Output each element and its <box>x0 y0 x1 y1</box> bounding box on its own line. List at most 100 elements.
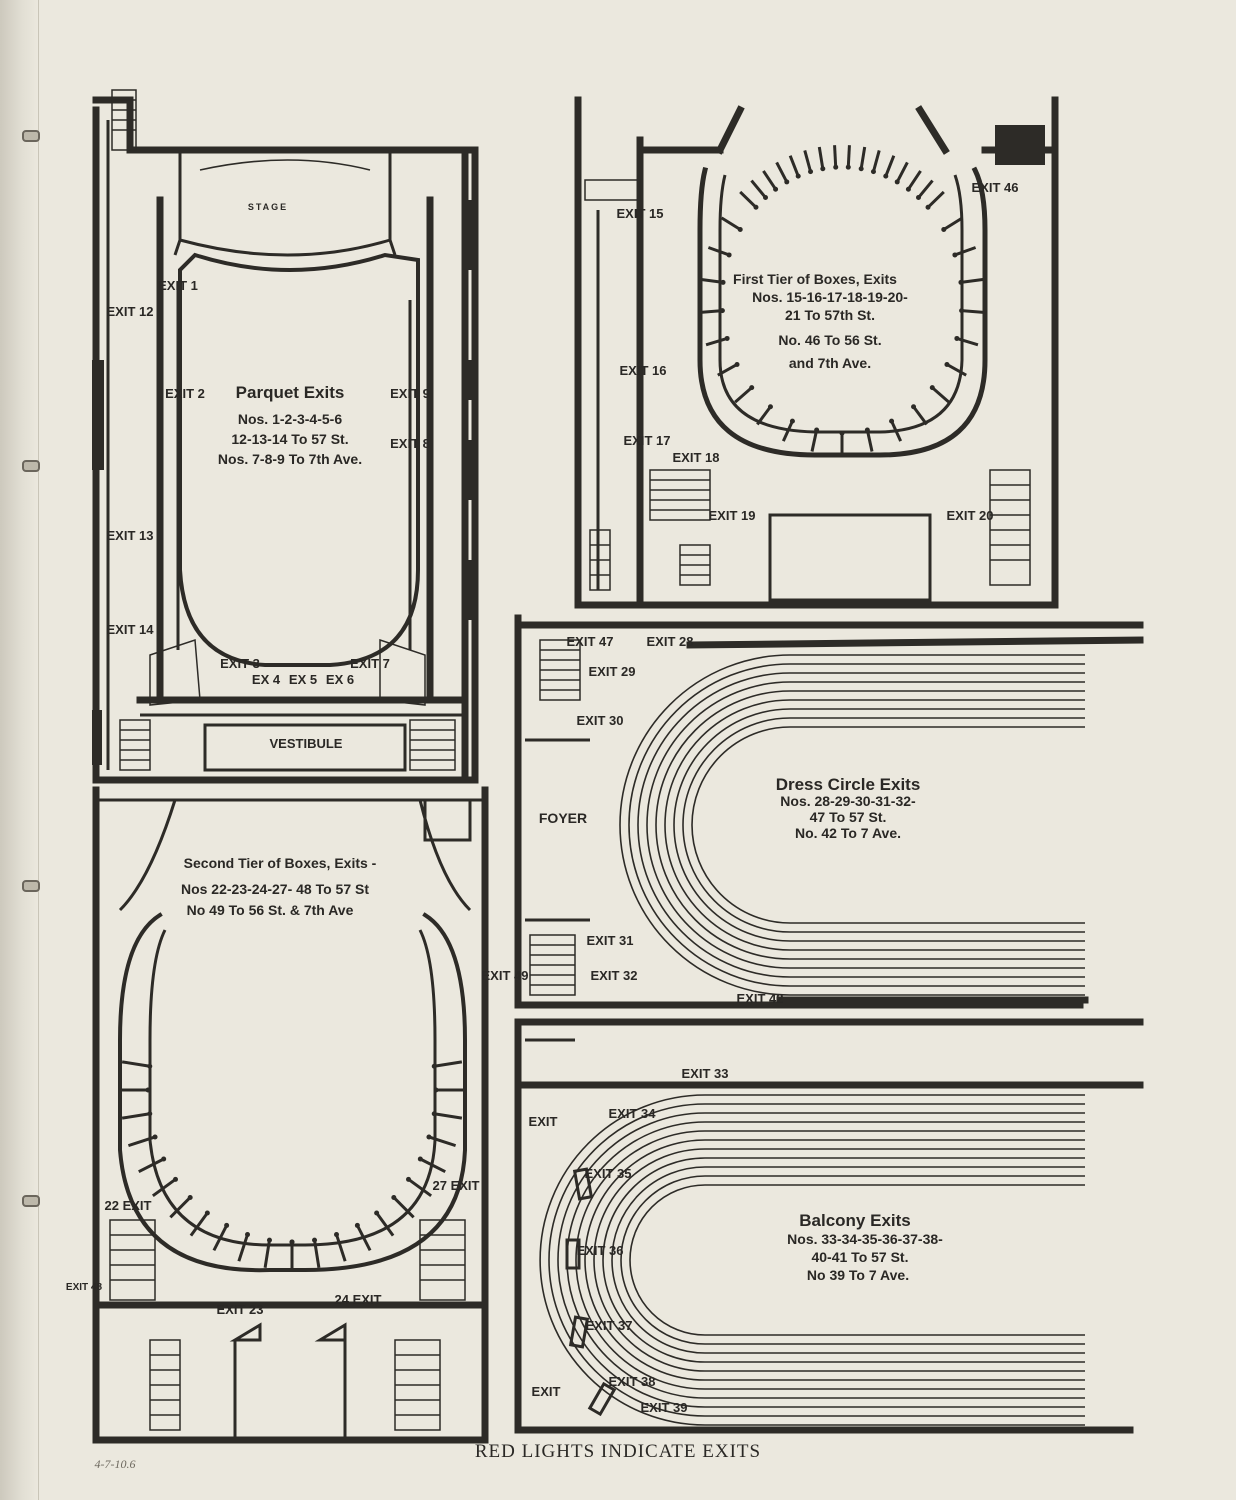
box-partition <box>237 1234 249 1262</box>
partition-end <box>941 227 947 233</box>
box-partition <box>961 309 984 314</box>
box-partition <box>756 405 772 426</box>
box-partition <box>121 1112 151 1120</box>
box-partition <box>734 386 753 404</box>
box-partition <box>954 246 977 257</box>
exit-label: EXIT 20 <box>947 508 994 523</box>
partition-end <box>433 1087 439 1093</box>
seating-row <box>628 663 1085 987</box>
box-partition <box>846 145 851 168</box>
box-partition <box>127 1135 156 1148</box>
box-partition <box>762 170 777 191</box>
box-partition <box>810 429 819 452</box>
box-partitions <box>120 1060 464 1270</box>
partition-end <box>773 186 779 192</box>
partition-end <box>814 427 820 433</box>
parquet-line2: 12-13-14 To 57 St. <box>231 431 348 447</box>
partition-end <box>889 418 895 424</box>
partition-end <box>312 1237 318 1243</box>
seating-row <box>691 726 1085 924</box>
exit-label: EXIT 37 <box>586 1318 633 1333</box>
handwritten-date: 4-7-10.6 <box>95 1457 136 1471</box>
partition-end <box>858 166 864 172</box>
box-partition <box>335 1234 347 1262</box>
box-partition <box>375 1212 395 1237</box>
partition-end <box>426 1134 432 1140</box>
exit-label: EXIT 34 <box>609 1106 657 1121</box>
partition-end <box>289 1239 295 1245</box>
exit-label: EXIT 9 <box>390 386 430 401</box>
box-partition <box>189 1212 209 1237</box>
seating-row <box>548 1103 1085 1417</box>
balcony-line2: Nos. 33-34-35-36-37-38- <box>787 1231 943 1247</box>
partition-end <box>147 1063 153 1069</box>
box-partition <box>907 170 922 191</box>
box-partition <box>931 386 950 404</box>
staple <box>22 880 40 892</box>
partition-end <box>726 252 732 258</box>
box-partition <box>956 337 979 347</box>
seating-row <box>619 654 1085 996</box>
exit-label: 27 EXIT <box>433 1178 480 1193</box>
first-tier-line5: and 7th Ave. <box>789 355 871 371</box>
partition-end <box>833 164 839 170</box>
box-partition <box>705 337 728 347</box>
exit-label: EXIT 32 <box>591 968 638 983</box>
partition-end <box>734 361 740 367</box>
box-partition <box>788 155 800 177</box>
second-tier-line1: Second Tier of Boxes, Exits - <box>184 855 377 871</box>
exit-label: EXIT 29 <box>589 664 636 679</box>
exit-label: EXIT 3 <box>220 656 260 671</box>
box-partition <box>884 155 896 177</box>
partition-end <box>789 418 795 424</box>
partition-end <box>405 1176 411 1182</box>
partition-end <box>870 169 876 175</box>
exit-label: EXIT <box>529 1114 558 1129</box>
partition-end <box>795 173 801 179</box>
partition-end <box>145 1087 151 1093</box>
balcony-line1: Balcony Exits <box>799 1211 911 1230</box>
box-partition <box>356 1224 372 1252</box>
balcony-line4: No 39 To 7 Ave. <box>807 1267 909 1283</box>
partition-end <box>431 1063 437 1069</box>
box-partition <box>707 246 730 257</box>
staple <box>22 1195 40 1207</box>
box-partition <box>720 216 742 231</box>
dress-circle-line3: 47 To 57 St. <box>810 809 887 825</box>
box-partition <box>701 278 724 284</box>
vestibule-label: VESTIBULE <box>270 736 343 751</box>
partition-end <box>911 404 917 410</box>
second-tier-line3: No 49 To 56 St. & 7th Ave <box>187 902 354 918</box>
partition-end <box>720 279 726 285</box>
exit-label: EXIT 2 <box>165 386 205 401</box>
partition-end <box>883 173 889 179</box>
balcony-line3: 40-41 To 57 St. <box>811 1249 908 1265</box>
box-partition <box>433 1060 463 1068</box>
partition-end <box>915 195 921 201</box>
dress-circle-line2: Nos. 28-29-30-31-32- <box>780 793 916 809</box>
box-partition <box>750 179 767 199</box>
exit-label: EXIT 46 <box>972 180 1019 195</box>
box-partition <box>917 179 934 199</box>
partition-end <box>374 1210 380 1216</box>
box-partition <box>946 363 967 377</box>
partition-end <box>952 252 958 258</box>
box-partition <box>872 150 881 173</box>
partition-end <box>845 164 851 170</box>
box-partition <box>428 1135 457 1148</box>
box-partition <box>775 161 789 183</box>
partition-end <box>784 179 790 185</box>
box-partition <box>212 1224 228 1252</box>
box-partition <box>926 190 945 209</box>
balcony-plan: Balcony Exits Nos. 33-34-35-36-37-38- 40… <box>514 1018 1144 1434</box>
exit-label: EXIT 28 <box>647 634 694 649</box>
box-partition <box>912 405 928 426</box>
seating-row <box>602 1157 1085 1363</box>
partition-end <box>204 1210 210 1216</box>
box-partition <box>419 1157 446 1174</box>
partition-end <box>894 179 900 185</box>
seating-row <box>664 699 1085 951</box>
partition-end <box>147 1111 153 1117</box>
exit-label: 22 EXIT <box>105 1198 152 1213</box>
exit-label: EXIT 47 <box>567 634 614 649</box>
